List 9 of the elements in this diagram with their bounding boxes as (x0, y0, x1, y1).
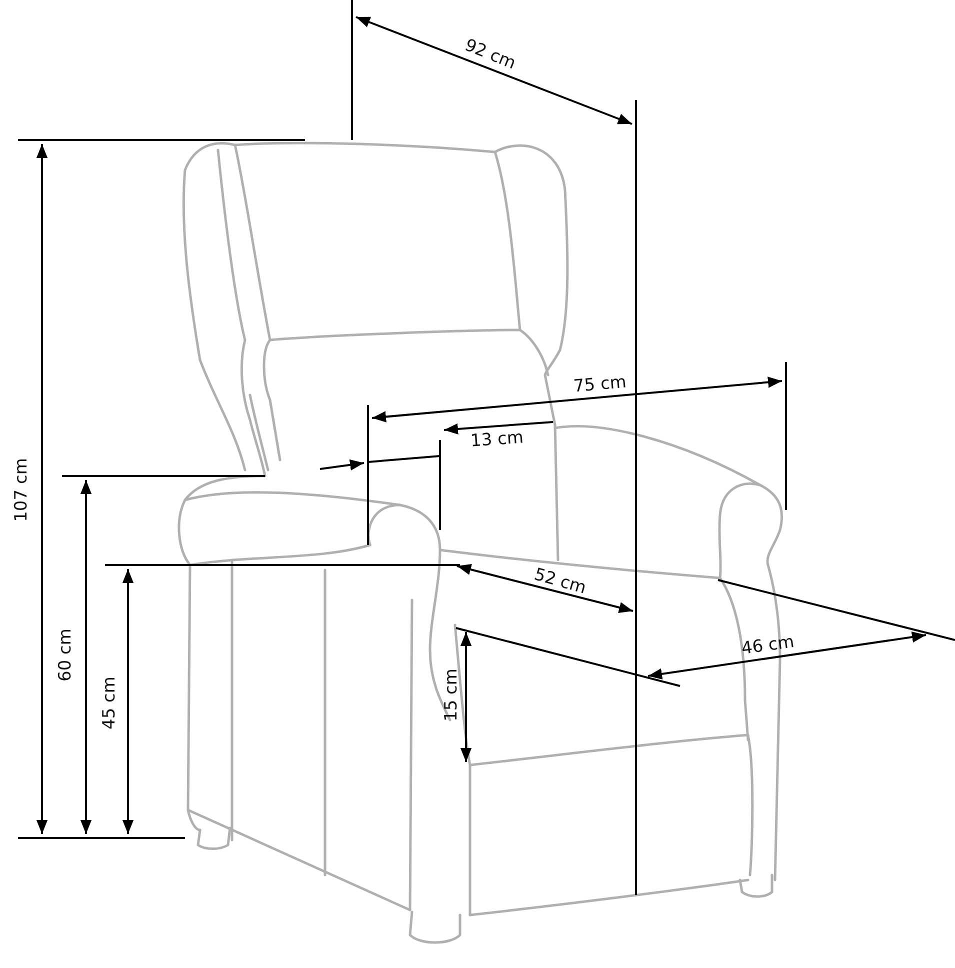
dimension-label: 92 cm (462, 37, 518, 73)
dimension-label: 45 cm (102, 676, 118, 730)
dimension-label: 15 cm (444, 668, 460, 722)
dimension-label: 13 cm (470, 430, 524, 450)
dimension-label: 60 cm (58, 628, 74, 682)
dimension-label: 75 cm (572, 374, 628, 396)
dimension-label: 46 cm (740, 634, 796, 658)
dimension-label: 107 cm (14, 458, 30, 522)
dimension-label: 52 cm (532, 566, 588, 598)
